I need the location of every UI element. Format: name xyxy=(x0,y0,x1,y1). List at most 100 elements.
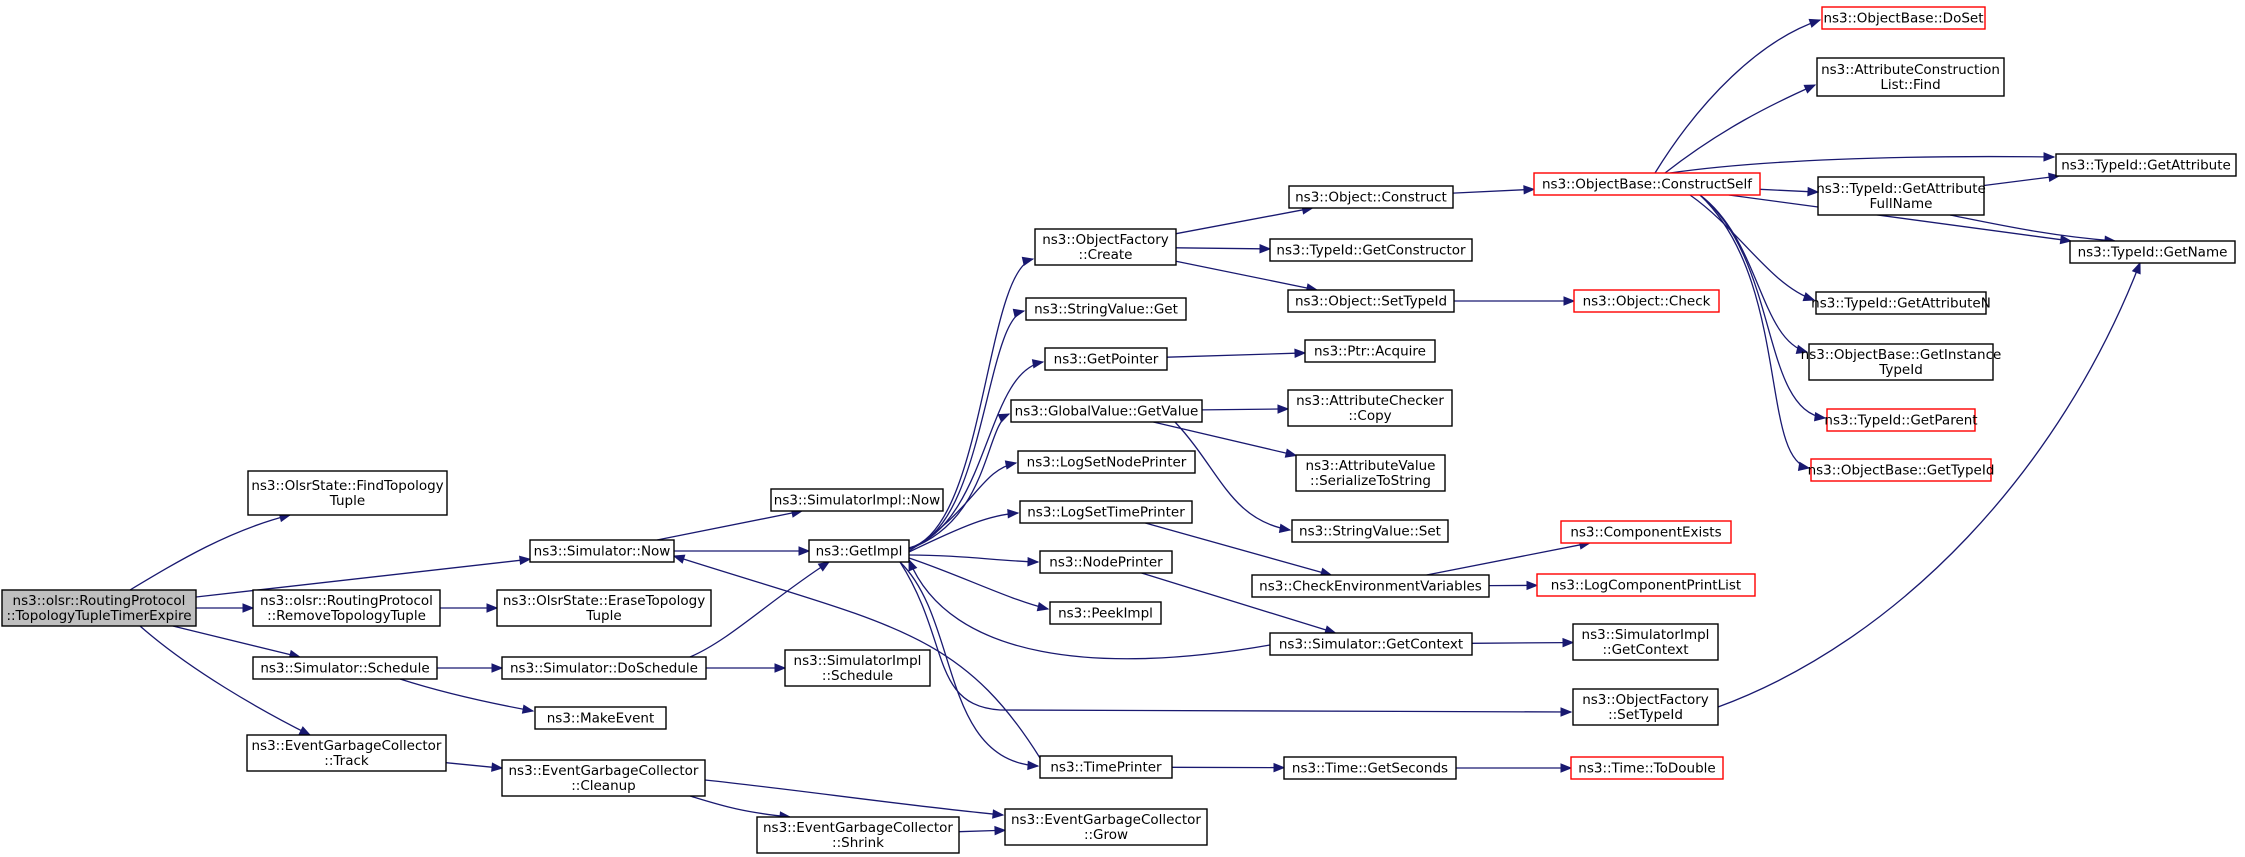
edge-objbaseconstructself-to-objbasedoset xyxy=(1654,18,1822,174)
node-checkenv[interactable]: ns3::CheckEnvironmentVariables xyxy=(1251,574,1490,598)
edge-arrowhead xyxy=(1027,556,1040,567)
node-label: ns3::TypeId::GetConstructor xyxy=(1276,243,1466,259)
node-label: ::RemoveTopologyTuple xyxy=(267,608,426,624)
node-doschedule[interactable]: ns3::Simulator::DoSchedule xyxy=(501,656,707,680)
edge-objbaseconstructself-to-typeidgetattribute xyxy=(1669,152,2056,174)
node-removetopo[interactable]: ns3::olsr::RoutingProtocol::RemoveTopolo… xyxy=(252,589,441,627)
node-box xyxy=(1810,458,1992,482)
node-timetodouble[interactable]: ns3::Time::ToDouble xyxy=(1570,756,1724,780)
edge-line xyxy=(172,625,292,656)
edge-line xyxy=(673,555,1041,759)
node-label: ::Grow xyxy=(1084,827,1128,843)
node-simnow[interactable]: ns3::Simulator::Now xyxy=(529,539,675,563)
edge-typeidgetattrfullname-to-typeidgetname xyxy=(1949,214,2117,245)
edge-root-to-simnow xyxy=(195,555,532,598)
edge-removetopo-to-erasetopo xyxy=(440,603,499,613)
node-label: FullName xyxy=(1870,196,1933,212)
node-label: ns3::ObjectBase::DoSet xyxy=(1823,11,1983,27)
node-attrcheckercopy[interactable]: ns3::AttributeChecker::Copy xyxy=(1287,389,1453,427)
node-attrvalueserialize[interactable]: ns3::AttributeValue::SerializeToString xyxy=(1295,454,1446,492)
node-box xyxy=(1808,343,1994,381)
node-simimplschedule[interactable]: ns3::SimulatorImpl::Schedule xyxy=(784,649,931,687)
node-ptracquire[interactable]: ns3::Ptr::Acquire xyxy=(1304,339,1436,363)
node-box xyxy=(1049,601,1162,625)
node-nodeprinter[interactable]: ns3::NodePrinter xyxy=(1039,550,1173,574)
node-logsetnodeprinter[interactable]: ns3::LogSetNodePrinter xyxy=(1017,450,1196,474)
edge-doschedule-to-getimpl xyxy=(689,561,831,658)
node-logsettimeprinter[interactable]: ns3::LogSetTimePrinter xyxy=(1019,500,1193,524)
node-box xyxy=(1560,520,1732,544)
node-label: ns3::MakeEvent xyxy=(547,711,655,727)
node-label: ns3::Time::ToDouble xyxy=(1578,761,1715,777)
node-objfactorycreate[interactable]: ns3::ObjectFactory::Create xyxy=(1034,228,1177,266)
node-typeidgetconstructor[interactable]: ns3::TypeId::GetConstructor xyxy=(1269,238,1473,262)
edge-line xyxy=(1717,262,2141,708)
node-typeidgetattributen[interactable]: ns3::TypeId::GetAttributeN xyxy=(1811,291,1991,315)
node-simgetcontext[interactable]: ns3::Simulator::GetContext xyxy=(1269,632,1473,656)
node-simimplgetcontext[interactable]: ns3::SimulatorImpl::GetContext xyxy=(1572,623,1719,661)
node-label: ns3::StringValue::Set xyxy=(1299,524,1441,540)
node-typeidgetname[interactable]: ns3::TypeId::GetName xyxy=(2069,240,2236,264)
node-getimpl[interactable]: ns3::GetImpl xyxy=(808,539,910,563)
edge-line xyxy=(1471,641,1565,644)
node-egcgrow[interactable]: ns3::EventGarbageCollector::Grow xyxy=(1004,808,1208,846)
node-gvgetvalue[interactable]: ns3::GlobalValue::GetValue xyxy=(1010,399,1203,423)
node-label: ns3::olsr::RoutingProtocol xyxy=(13,593,186,609)
node-label: ::Cleanup xyxy=(571,778,636,794)
node-egctrack[interactable]: ns3::EventGarbageCollector::Track xyxy=(246,734,447,772)
node-objfactorysettypeid[interactable]: ns3::ObjectFactory::SetTypeId xyxy=(1572,688,1719,726)
node-timeprinter[interactable]: ns3::TimePrinter xyxy=(1039,755,1173,779)
edge-line xyxy=(899,561,1572,713)
node-objbaseconstructself[interactable]: ns3::ObjectBase::ConstructSelf xyxy=(1533,172,1761,196)
edge-line xyxy=(1153,421,1288,455)
edge-arrowhead xyxy=(1563,296,1576,306)
node-label: ns3::TypeId::GetAttribute xyxy=(1816,181,1986,197)
edge-line xyxy=(399,678,534,712)
node-egcshrink[interactable]: ns3::EventGarbageCollector::Shrink xyxy=(756,816,960,854)
edge-objfactorycreate-to-typeidgetconstructor xyxy=(1175,244,1272,254)
node-makeevent[interactable]: ns3::MakeEvent xyxy=(534,706,667,730)
edge-line xyxy=(958,829,997,833)
node-logcomponentprintlist[interactable]: ns3::LogComponentPrintList xyxy=(1536,573,1756,597)
node-box xyxy=(501,759,706,797)
node-simimplnow[interactable]: ns3::SimulatorImpl::Now xyxy=(770,488,944,512)
node-label: ns3::TimePrinter xyxy=(1050,760,1162,776)
edge-objbaseconstructself-to-typeidgetattributen xyxy=(1689,194,1816,302)
node-box xyxy=(1044,347,1168,371)
node-label: ns3::ObjectFactory xyxy=(1042,232,1169,248)
node-objsettypeid[interactable]: ns3::Object::SetTypeId xyxy=(1287,289,1455,313)
edge-simgetcontext-to-simimplgetcontext xyxy=(1471,637,1575,648)
node-typeidgetparent[interactable]: ns3::TypeId::GetParent xyxy=(1824,408,1978,432)
node-stringvalueget[interactable]: ns3::StringValue::Get xyxy=(1025,297,1187,321)
node-label: ns3::ComponentExists xyxy=(1570,525,1721,541)
node-simschedule[interactable]: ns3::Simulator::Schedule xyxy=(252,656,438,680)
node-objcheck[interactable]: ns3::Object::Check xyxy=(1573,289,1720,313)
node-getpointer[interactable]: ns3::GetPointer xyxy=(1044,347,1168,371)
node-label: ::TopologyTupleTimerExpire xyxy=(6,608,191,624)
node-box xyxy=(1039,550,1173,574)
node-typeidgetattribute[interactable]: ns3::TypeId::GetAttribute xyxy=(2055,153,2237,177)
edge-arrowhead xyxy=(242,603,255,613)
node-peekimpl[interactable]: ns3::PeekImpl xyxy=(1049,601,1162,625)
node-box xyxy=(2069,240,2236,264)
node-stringvalueset[interactable]: ns3::StringValue::Set xyxy=(1291,519,1449,543)
node-label: Tuple xyxy=(329,493,365,509)
node-egccleanup[interactable]: ns3::EventGarbageCollector::Cleanup xyxy=(501,759,706,797)
node-box xyxy=(534,706,667,730)
edge-line xyxy=(908,310,1025,549)
node-componentexists[interactable]: ns3::ComponentExists xyxy=(1560,520,1732,544)
node-objconstruct[interactable]: ns3::Object::Construct xyxy=(1288,185,1454,209)
node-timegetseconds[interactable]: ns3::Time::GetSeconds xyxy=(1283,756,1457,780)
node-box xyxy=(1287,389,1453,427)
node-objbasegettypeid[interactable]: ns3::ObjectBase::GetTypeId xyxy=(1808,458,1995,482)
node-label: ns3::Object::SetTypeId xyxy=(1295,294,1447,310)
node-root[interactable]: ns3::olsr::RoutingProtocol::TopologyTupl… xyxy=(1,589,197,627)
node-objbasedoset[interactable]: ns3::ObjectBase::DoSet xyxy=(1821,6,1986,30)
node-box xyxy=(1251,574,1490,598)
edge-objbaseconstructself-to-attrconstructionfind xyxy=(1664,84,1817,174)
